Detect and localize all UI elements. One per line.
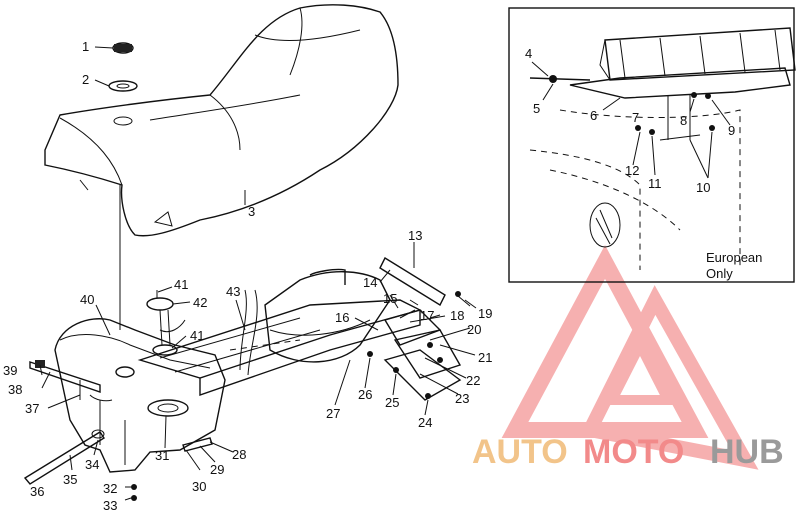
callout-32: 32 <box>103 481 117 496</box>
callout-35: 35 <box>63 472 77 487</box>
callout-29: 29 <box>210 462 224 477</box>
watermark-logo <box>501 245 759 470</box>
callout-41-top: 41 <box>174 277 188 292</box>
callout-20: 20 <box>467 322 481 337</box>
watermark-part2: MOTO <box>583 433 684 471</box>
callout-34: 34 <box>85 457 99 472</box>
seat-part <box>44 4 399 330</box>
callout-25: 25 <box>385 395 399 410</box>
callout-31: 31 <box>155 448 169 463</box>
inset-callouts: 4 5 6 7 8 9 10 11 12 European Only <box>525 46 762 281</box>
callout-11: 11 <box>648 176 662 191</box>
callout-26: 26 <box>358 387 372 402</box>
callout-14: 14 <box>363 275 377 290</box>
inset-note-line1: European <box>706 250 762 265</box>
plate-part <box>379 257 446 306</box>
callout-37: 37 <box>25 401 39 416</box>
clip-part <box>182 437 213 452</box>
callout-30: 30 <box>192 479 206 494</box>
shaft-part <box>23 429 105 485</box>
callout-43: 43 <box>226 284 240 299</box>
fuel-tank-part <box>54 318 226 473</box>
cap-part <box>112 42 134 54</box>
bracket-part <box>367 291 471 401</box>
gasket-part <box>108 80 138 92</box>
callout-8: 8 <box>680 113 687 128</box>
callout-labels: 1 2 3 13 14 15 16 17 18 19 20 21 22 23 2… <box>3 39 492 512</box>
callout-18: 18 <box>450 308 464 323</box>
callout-36: 36 <box>30 484 44 499</box>
callout-19: 19 <box>478 306 492 321</box>
watermark-part1: AUTO <box>472 433 568 471</box>
callout-4: 4 <box>525 46 532 61</box>
fuel-sender-part <box>146 290 186 356</box>
callout-6: 6 <box>590 108 597 123</box>
callout-5: 5 <box>533 101 540 116</box>
callout-17: 17 <box>420 308 434 323</box>
callout-12: 12 <box>625 163 639 178</box>
callout-38: 38 <box>8 382 22 397</box>
callout-7: 7 <box>632 110 639 125</box>
callout-10: 10 <box>696 180 710 195</box>
callout-1: 1 <box>82 39 89 54</box>
callout-40: 40 <box>80 292 94 307</box>
callout-27: 27 <box>326 406 340 421</box>
leader-lines <box>39 46 477 501</box>
callout-2: 2 <box>82 72 89 87</box>
callout-9: 9 <box>728 123 735 138</box>
chassis-part <box>137 299 422 396</box>
callout-22: 22 <box>466 373 480 388</box>
fuel-line-part <box>239 289 247 371</box>
callout-42: 42 <box>193 295 207 310</box>
callout-3: 3 <box>248 204 255 219</box>
callout-28: 28 <box>232 447 246 462</box>
callout-21: 21 <box>478 350 492 365</box>
bolt-33 <box>131 495 137 501</box>
callout-23: 23 <box>455 391 469 406</box>
callout-13: 13 <box>408 228 422 243</box>
callout-15: 15 <box>383 291 397 306</box>
fuel-line-part-2 <box>247 289 258 376</box>
callout-16: 16 <box>335 310 349 325</box>
watermark-text: AUTO MOTO HUB <box>472 433 784 471</box>
watermark-part3: HUB <box>710 433 784 471</box>
inset-note-line2: Only <box>706 266 733 281</box>
bolt-32 <box>131 484 137 490</box>
callout-33: 33 <box>103 498 117 512</box>
tie-strap-part <box>29 360 101 400</box>
callout-41-lower: 41 <box>190 328 204 343</box>
inset-european-rack <box>508 7 796 283</box>
rear-seat-cushion <box>264 268 391 363</box>
callout-24: 24 <box>418 415 432 430</box>
callout-39: 39 <box>3 363 17 378</box>
